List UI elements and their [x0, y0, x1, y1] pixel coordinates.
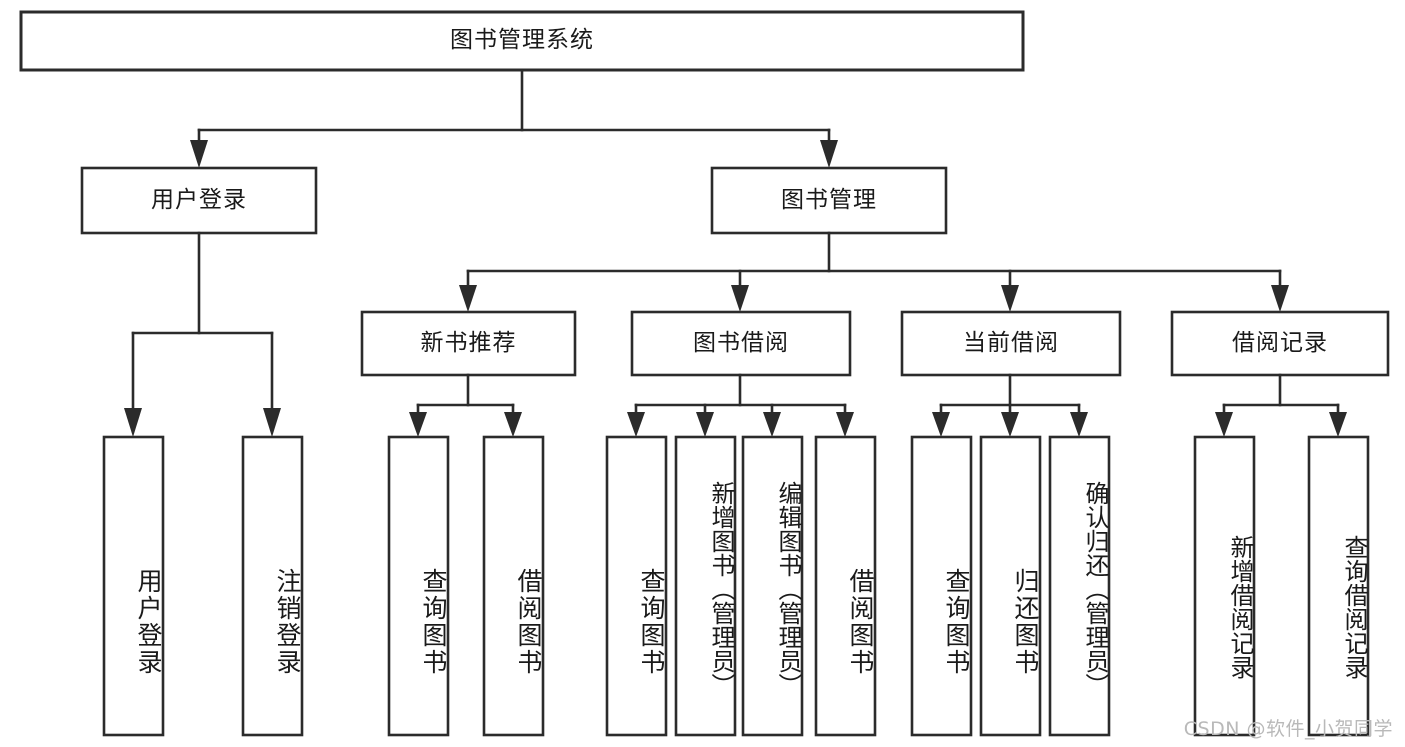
arrow-head-leaf-current-borrow-3 [1070, 412, 1088, 437]
node-box-leaf-current-borrow-2[interactable] [979, 435, 1042, 737]
node-box-new-book-recommend[interactable] [360, 310, 577, 377]
arrow-head-book-borrow [731, 285, 749, 312]
arrow-head-leaf-new-book-1 [409, 412, 427, 437]
csdn-watermark: CSDN @软件_小贺同学 [1183, 718, 1393, 740]
node-box-leaf-new-book-1[interactable] [387, 435, 450, 737]
node-box-leaf-borrow-record-2[interactable] [1307, 435, 1370, 737]
node-box-leaf-new-book-2[interactable] [482, 435, 545, 737]
arrow-head-leaf-new-book-2 [504, 412, 522, 437]
node-box-user-login[interactable] [80, 166, 318, 235]
arrow-head-leaf-book-borrow-2 [696, 412, 714, 437]
node-box-book-manage[interactable] [710, 166, 948, 235]
node-box-leaf-book-borrow-3[interactable] [741, 435, 804, 737]
node-box-leaf-book-borrow-4[interactable] [814, 435, 877, 737]
node-box-leaf-current-borrow-3[interactable] [1048, 435, 1111, 737]
arrow-head-book-manage [820, 140, 838, 168]
node-box-leaf-book-borrow-2[interactable] [674, 435, 737, 737]
arrow-head-leaf-current-borrow-1 [932, 412, 950, 437]
node-box-root[interactable] [19, 10, 1025, 72]
arrow-head-new-book-recommend [459, 285, 477, 312]
node-box-borrow-record[interactable] [1170, 310, 1390, 377]
node-box-leaf-borrow-record-1[interactable] [1193, 435, 1256, 737]
node-box-leaf-user-login-1[interactable] [102, 435, 165, 737]
arrow-head-user-login [190, 140, 208, 168]
node-box-current-borrow[interactable] [900, 310, 1122, 377]
arrow-head-leaf-borrow-record-1 [1215, 412, 1233, 437]
arrow-head-leaf-borrow-record-2 [1329, 412, 1347, 437]
node-box-book-borrow[interactable] [630, 310, 852, 377]
node-box-leaf-book-borrow-1[interactable] [605, 435, 668, 737]
arrow-head-leaf-user-login-1 [124, 408, 142, 437]
arrow-head-leaf-book-borrow-4 [836, 412, 854, 437]
arrow-head-borrow-record [1271, 285, 1289, 312]
arrow-head-current-borrow [1001, 285, 1019, 312]
node-box-leaf-current-borrow-1[interactable] [910, 435, 973, 737]
node-box-leaf-user-login-2[interactable] [241, 435, 304, 737]
arrow-head-leaf-user-login-2 [263, 408, 281, 437]
arrow-head-leaf-book-borrow-3 [763, 412, 781, 437]
arrow-head-leaf-current-borrow-2 [1001, 412, 1019, 437]
arrow-head-leaf-book-borrow-1 [627, 412, 645, 437]
